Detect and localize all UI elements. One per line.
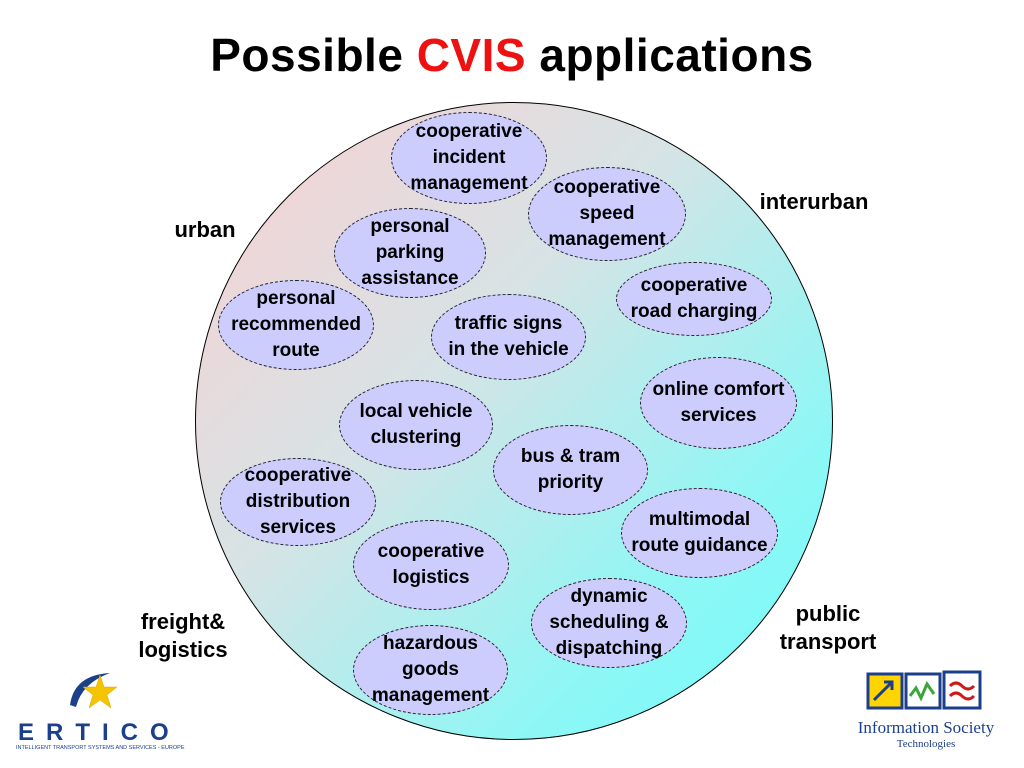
zone-label-urban: urban (174, 217, 236, 242)
app-label: cooperative distribution services (244, 465, 352, 538)
app-personal-parking-assistance: personal parking assistance (334, 208, 486, 298)
page-title: Possible CVIS applications (0, 28, 1024, 82)
app-multimodal-route-guidance: multimodal route guidance (621, 488, 778, 578)
app-label: traffic signs in the vehicle (448, 313, 569, 360)
app-cooperative-distribution-services: cooperative distribution services (220, 458, 376, 546)
app-label: cooperative logistics (377, 541, 485, 588)
zone-label-freight-logistics: freight& logistics (138, 609, 228, 662)
app-bus-tram-priority: bus & tram priority (493, 425, 648, 515)
app-personal-recommended-route: personal recommended route (218, 280, 374, 370)
ist-subtitle: Technologies (896, 738, 956, 750)
ertico-emblem-icon (70, 673, 118, 709)
ertico-wordmark: ERTICO (18, 719, 181, 746)
app-label: online comfort services (652, 379, 785, 426)
app-label: cooperative speed management (548, 177, 666, 250)
app-local-vehicle-clustering: local vehicle clustering (339, 380, 493, 470)
app-label: cooperative road charging (630, 275, 758, 322)
app-hazardous-goods-management: hazardous goods management (353, 625, 508, 715)
app-dynamic-scheduling-dispatching: dynamic scheduling & dispatching (531, 578, 687, 668)
app-cooperative-road-charging: cooperative road charging (616, 262, 772, 336)
app-traffic-signs-in-vehicle: traffic signs in the vehicle (431, 294, 586, 380)
app-cooperative-logistics: cooperative logistics (353, 520, 509, 610)
ist-name: Information Society (857, 718, 995, 737)
app-label: hazardous goods management (371, 633, 490, 706)
zone-label-public-transport: public transport (779, 601, 877, 654)
ist-squares-icon (866, 670, 982, 710)
title-accent: CVIS (416, 29, 527, 81)
app-label: personal recommended route (231, 288, 361, 361)
app-cooperative-speed-management: cooperative speed management (528, 167, 686, 261)
app-online-comfort-services: online comfort services (640, 357, 797, 449)
zone-label-interurban: interurban (759, 189, 869, 214)
ertico-logo: ERTICO INTELLIGENT TRANSPORT SYSTEMS AND… (12, 665, 185, 755)
app-label: local vehicle clustering (359, 401, 473, 448)
app-label: multimodal route guidance (631, 509, 768, 556)
app-label: cooperative incident management (410, 121, 528, 194)
title-part2: applications (526, 29, 814, 81)
ertico-tagline: INTELLIGENT TRANSPORT SYSTEMS AND SERVIC… (16, 745, 185, 751)
app-cooperative-incident-management: cooperative incident management (391, 112, 547, 204)
app-label: bus & tram priority (520, 446, 621, 493)
ist-logo: Information Society Technologies (844, 668, 1006, 754)
app-label: dynamic scheduling & dispatching (549, 586, 669, 659)
app-label: personal parking assistance (361, 216, 459, 289)
title-part1: Possible (210, 29, 417, 81)
